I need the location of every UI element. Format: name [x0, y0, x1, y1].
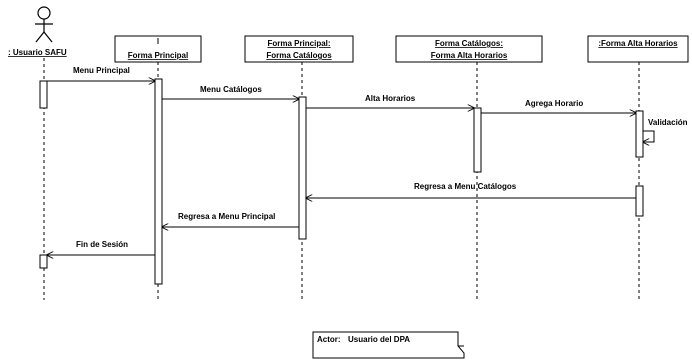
actor-name: : Usuario SAFU — [8, 48, 67, 57]
message-label-m6: Regresa a Menu Catálogos — [414, 182, 517, 191]
object-line2: Forma Principal — [128, 51, 188, 60]
message-label-m2: Menu Catálogos — [200, 85, 262, 94]
messages — [47, 81, 655, 255]
actor-note: Actor: Usuario del DPA — [312, 331, 465, 359]
lifelines — [43, 58, 640, 300]
object-line1: Forma Catálogos: — [435, 39, 503, 48]
object-line1: Forma Principal: — [267, 39, 330, 48]
object-forma-catalogos: Forma Principal: Forma Catálogos — [244, 35, 354, 63]
activation-principal — [154, 78, 163, 285]
activation-alta-1 — [635, 110, 644, 158]
activations — [39, 78, 644, 285]
message-label-m8: Fin de Sesión — [76, 240, 128, 249]
activation-catalogos — [298, 96, 307, 240]
message-label-m7: Regresa a Menu Principal — [178, 212, 275, 221]
message-label-m1: Menu Principal — [73, 66, 130, 75]
activation-alta-parent — [473, 107, 482, 173]
message-arrow-m5 — [643, 130, 655, 142]
object-forma-alta-horarios-parent: Forma Catálogos: Forma Alta Horarios — [395, 35, 543, 63]
object-forma-alta-horarios: :Forma Alta Horarios — [587, 35, 689, 63]
actor-figure — [35, 6, 53, 43]
activation-alta-2 — [635, 185, 644, 217]
object-line1: :Forma Alta Horarios — [598, 39, 678, 48]
activation-actor-1 — [39, 80, 48, 109]
note-value: Usuario del DPA — [348, 335, 410, 344]
message-label-m3: Alta Horarios — [365, 94, 416, 103]
message-label-m5: Validación — [648, 118, 688, 127]
object-line2: Forma Alta Horarios — [431, 51, 508, 60]
message-label-m4: Agrega Horario — [525, 99, 583, 108]
note-label: Actor: — [317, 335, 341, 344]
activation-actor-2 — [39, 254, 48, 269]
object-line2: Forma Catálogos — [266, 51, 332, 60]
